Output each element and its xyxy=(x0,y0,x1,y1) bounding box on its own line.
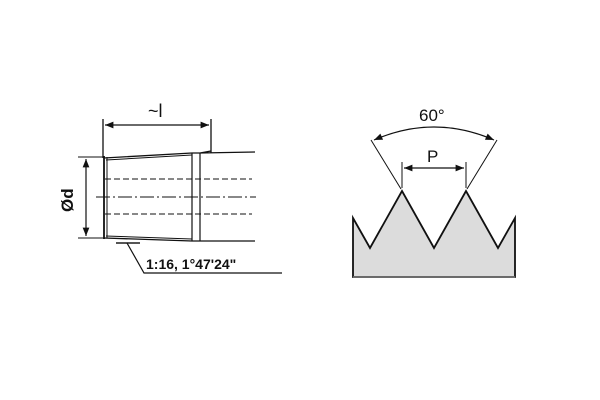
angle-label: 60° xyxy=(419,106,445,125)
length-label: ~l xyxy=(148,101,163,121)
bottom-taper-outline xyxy=(103,237,255,242)
thread-teeth xyxy=(352,189,516,278)
angle-arc xyxy=(373,126,495,141)
diameter-label: Ød xyxy=(58,188,77,212)
flank-extension-left xyxy=(370,139,402,190)
top-thread-line xyxy=(105,154,193,161)
flank-extension-right xyxy=(466,139,498,190)
bottom-thread-line xyxy=(105,235,193,240)
taper-thread-view xyxy=(78,119,282,274)
top-taper-outline xyxy=(103,150,256,159)
pitch-label: P xyxy=(427,147,438,166)
thread-profile xyxy=(352,126,516,278)
taper-ratio-label: 1:16, 1°47'24" xyxy=(146,256,236,272)
taper-leader-line xyxy=(126,242,282,274)
